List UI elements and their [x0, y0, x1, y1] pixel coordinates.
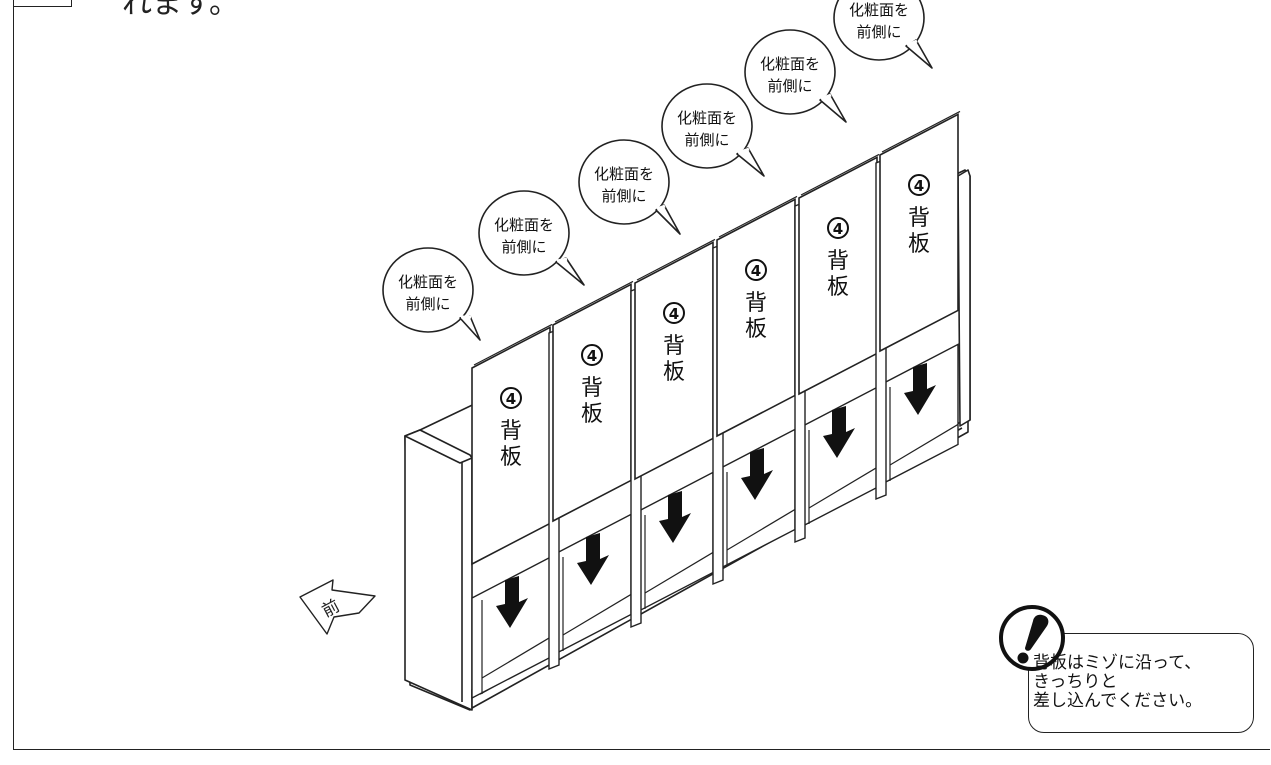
- note-line-1: 背板はミゾに沿って、: [1033, 653, 1202, 673]
- right-side-board: [957, 169, 971, 427]
- exclamation-icon: [999, 605, 1065, 671]
- panel-label-top: 背: [500, 419, 522, 444]
- back-panel-3: 4 背板: [630, 238, 716, 629]
- bubble-line-2: 前側に: [405, 295, 450, 313]
- panel-label-top: 背: [745, 291, 767, 316]
- panel-board: [879, 113, 959, 353]
- panel-number: 4: [669, 305, 679, 323]
- bubble-shape: [478, 190, 570, 276]
- bubble-tail: [459, 315, 481, 341]
- panel-label-bottom: 板: [500, 445, 522, 470]
- panel-top-edge: [473, 323, 553, 366]
- note-line-2: きっちりと: [1033, 672, 1118, 692]
- compartment-floor-edge: [481, 636, 551, 679]
- bubble-tail-join: [737, 147, 750, 155]
- panel-label-bottom: 板: [581, 402, 603, 427]
- bubble-shape: [382, 247, 474, 333]
- insert-down-arrow: [823, 406, 855, 458]
- note-box: [1028, 633, 1254, 733]
- panel-label-top: 背: [827, 249, 849, 274]
- page-frame: [13, 0, 1270, 750]
- compartment-floor-edge: [562, 593, 632, 636]
- panel-top-edge: [800, 153, 880, 196]
- compartment-floor-edge: [889, 423, 959, 466]
- insert-down-arrow: [904, 363, 936, 415]
- back-panel-1: 4 背板: [471, 323, 553, 700]
- panel-number: 4: [587, 347, 597, 365]
- insert-down-arrow: [741, 448, 773, 500]
- bubble-shape: [744, 29, 836, 115]
- bubble-tail-join: [820, 93, 832, 101]
- insert-down-arrow: [659, 491, 691, 543]
- panel-number-circle: [581, 344, 603, 366]
- back-panel-5: 4 背板: [794, 153, 880, 544]
- panel-number-circle: [908, 174, 930, 196]
- bubble-line-2: 前側に: [856, 23, 901, 41]
- note-line-3: 差し込んでください。: [1033, 691, 1203, 711]
- bubble-line-1: 化粧面を: [494, 216, 554, 234]
- panel-number: 4: [914, 177, 924, 195]
- panel-label-bottom: 板: [745, 317, 767, 342]
- bubble-shape: [833, 0, 925, 61]
- bubble-tail: [555, 257, 585, 286]
- compartment-floor-edge: [726, 508, 796, 551]
- bubble-tail-join: [556, 257, 568, 263]
- panel-top-edge: [636, 238, 716, 281]
- back-panel-6: 4 背板: [875, 110, 961, 501]
- bubble-tail-join: [906, 39, 918, 47]
- panel-label-top: 背: [663, 334, 685, 359]
- step-tab: [13, 0, 72, 7]
- bubble-shape: [661, 83, 753, 169]
- back-panel-4: 4 背板: [712, 195, 798, 586]
- panel-number-circle: [500, 387, 522, 409]
- callout-bubbles: 化粧面を前側に化粧面を前側に化粧面を前側に化粧面を前側に化粧面を前側に化粧面を前…: [382, 0, 933, 341]
- panel-number: 4: [506, 390, 516, 408]
- panel-number-circle: [827, 217, 849, 239]
- bubble-shape: [578, 139, 670, 225]
- front-direction-arrow: 前: [299, 579, 376, 635]
- bubble-line-2: 前側に: [767, 77, 812, 95]
- bubble-line-1: 化粧面を: [677, 109, 737, 127]
- panel-number: 4: [751, 262, 761, 280]
- panel-number: 4: [833, 220, 843, 238]
- insert-down-arrow: [577, 533, 609, 585]
- bubble-line-2: 前側に: [684, 131, 729, 149]
- panel-label-top: 背: [908, 206, 930, 231]
- panel-top-edge: [718, 195, 798, 238]
- bubble-line-1: 化粧面を: [594, 165, 654, 183]
- panel-top-edge: [881, 110, 961, 153]
- header-partial-text: れます。: [122, 0, 239, 21]
- back-panel-2: 4 背板: [548, 280, 634, 671]
- bubble-line-1: 化粧面を: [760, 55, 820, 73]
- bubble-tail-join: [656, 204, 666, 211]
- panel-label-top: 背: [581, 376, 603, 401]
- insert-down-arrow: [496, 576, 528, 628]
- compartment-floor-edge: [808, 466, 878, 509]
- bubble-line-2: 前側に: [501, 238, 546, 256]
- bubble-line-1: 化粧面を: [398, 273, 458, 291]
- left-side-top: [404, 429, 473, 464]
- bubble-line-1: 化粧面を: [849, 1, 909, 19]
- compartment-floor-edge: [644, 551, 714, 594]
- note-text: 背板はミゾに沿って、 きっちりと 差し込んでください。: [1033, 654, 1253, 711]
- panel-label-bottom: 板: [827, 275, 849, 300]
- panel-number-circle: [663, 302, 685, 324]
- panel-number-circle: [745, 259, 767, 281]
- panel-label-bottom: 板: [663, 360, 685, 385]
- panel-label-bottom: 板: [908, 232, 930, 257]
- bubble-line-2: 前側に: [601, 187, 646, 205]
- panel-top-edge: [554, 280, 634, 323]
